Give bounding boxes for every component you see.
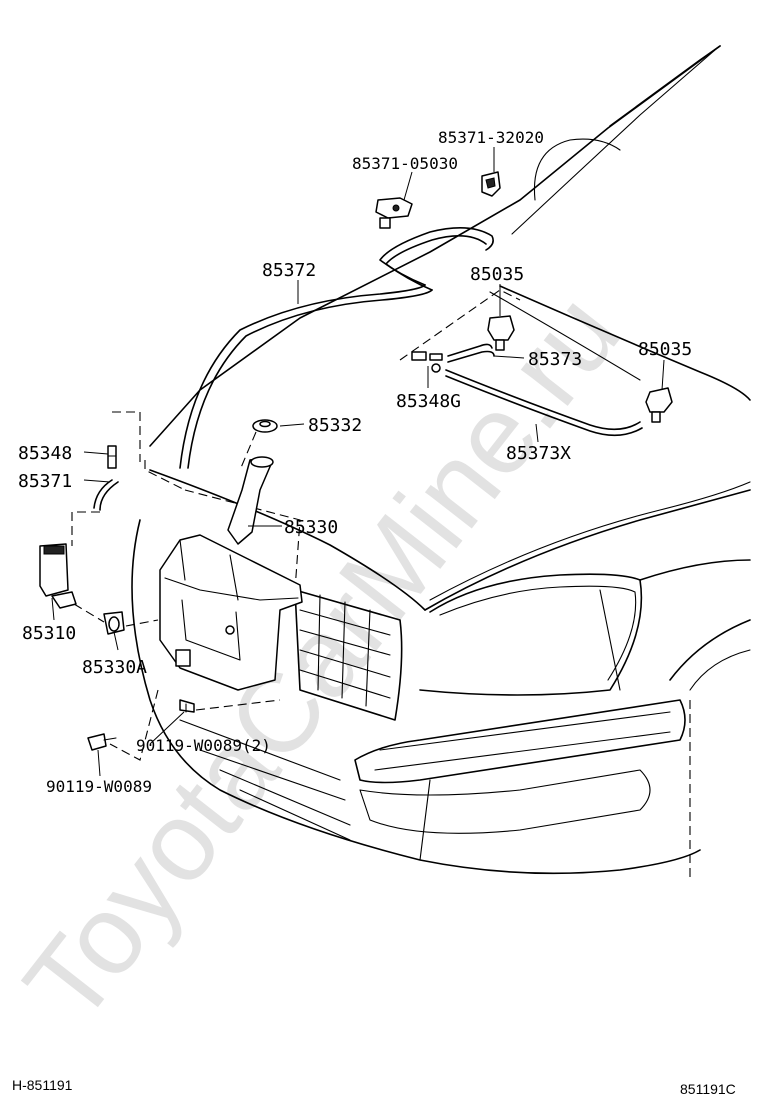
label-85372: 85372 [262,260,316,281]
clip-85371-32020[interactable] [481,171,501,197]
nozzle-85035-center[interactable] [487,315,515,351]
car-body-outline [131,45,751,880]
clip-85371-05030[interactable] [375,197,413,229]
label-85035-center: 85035 [470,264,524,285]
label-85373: 85373 [528,349,582,370]
label-85035-right: 85035 [638,339,692,360]
label-85332: 85332 [308,415,362,436]
label-85371-05030: 85371-05030 [352,154,458,173]
label-90119-W0089: 90119-W0089 [46,777,152,796]
washer-hose-85373X [445,369,643,437]
bolt-90119-W0089-2[interactable] [179,699,195,713]
bolt-90119-W0089[interactable] [87,733,117,751]
joint-85348G[interactable] [411,351,443,373]
label-85348G: 85348G [396,391,461,412]
leader-lines [51,147,665,777]
washer-hose-85373 [447,343,495,363]
label-85371: 85371 [18,471,72,492]
label-85373X: 85373X [506,443,571,464]
joint-85348[interactable] [107,445,117,469]
grommet-85330A[interactable] [103,611,125,635]
footer-right-code: 851191C [680,1081,736,1097]
washer-hose-85372 [179,227,494,469]
assembly-dashed-lines [71,289,521,761]
hose-85371[interactable] [93,479,119,511]
label-85371-32020: 85371-32020 [438,128,544,147]
washer-tank-85330[interactable] [159,456,303,691]
label-85348: 85348 [18,443,72,464]
label-90119-W0089-2: 90119-W0089(2) [136,736,271,755]
cap-85332[interactable] [252,419,278,433]
label-85330: 85330 [284,517,338,538]
nozzle-85035-right[interactable] [645,387,673,423]
label-85310: 85310 [22,623,76,644]
washer-pump-85310[interactable] [39,543,77,609]
footer-left-code: H-851191 [12,1077,73,1093]
label-85330A: 85330A [82,657,147,678]
